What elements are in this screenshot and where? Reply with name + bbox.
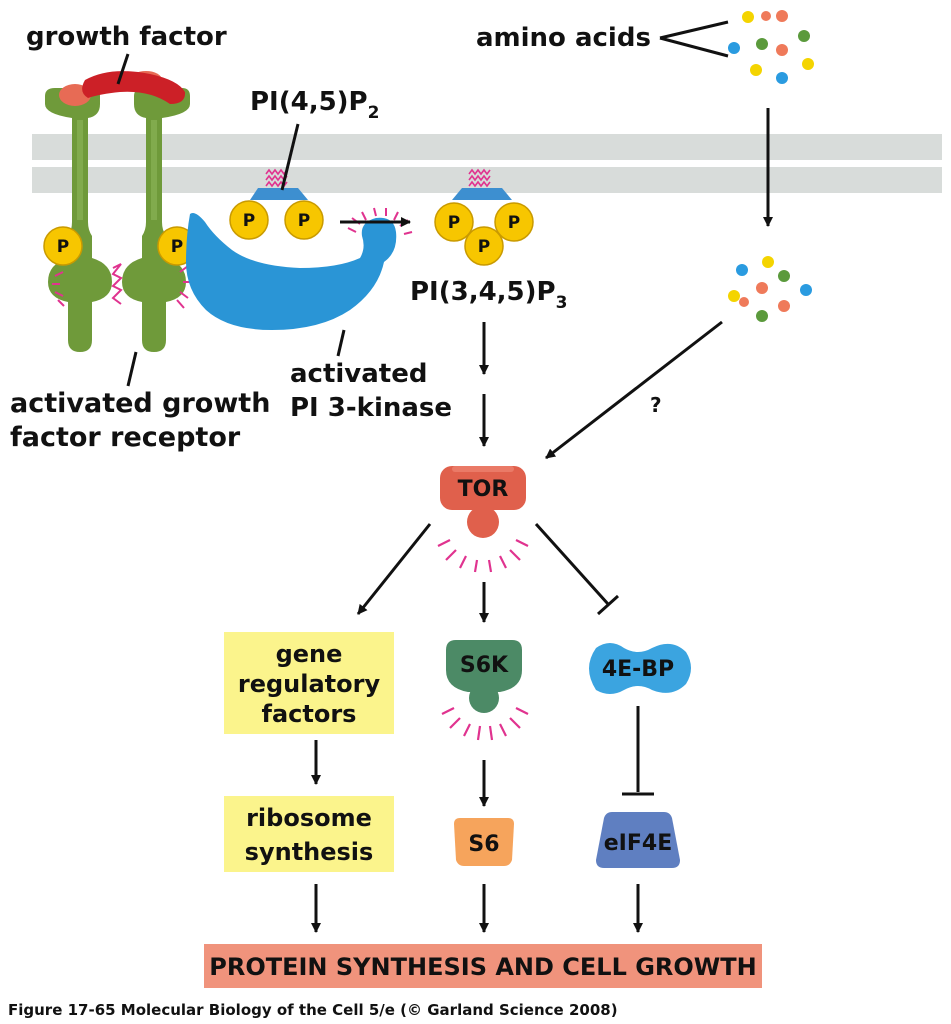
svg-text:P: P [478, 237, 490, 257]
kinase-label-line2: PI 3-kinase [290, 393, 452, 423]
growth-factor [59, 71, 186, 106]
pi3-kinase [186, 213, 397, 330]
pip2-pointer [280, 123, 300, 191]
ribosome-synthesis-box [224, 796, 394, 872]
tor-activation-rays [437, 539, 529, 573]
tor-kinase [440, 466, 526, 538]
4ebp-label: 4E-BP [602, 657, 674, 682]
gene-reg-line2: regulatory [238, 670, 381, 698]
kinase-pointer [336, 329, 346, 357]
pip2-label: PI(4,5)P2 [250, 87, 379, 123]
pip2-lipid: P P [229, 168, 324, 240]
kinase-label-line1: activated [290, 359, 427, 389]
receptor-label-line2: factor receptor [10, 422, 241, 453]
ribosome-line1: ribosome [246, 804, 372, 832]
s6-protein [454, 818, 514, 866]
growth-factor-label: growth factor [26, 22, 227, 52]
receptor-phosphate-left: P [43, 226, 83, 266]
arrow-amino-acids-to-tor [545, 320, 723, 460]
inhibit-4ebp-to-eif4e [622, 706, 654, 796]
outcome-box [204, 944, 762, 988]
arrow-tor-to-gene-regulatory [356, 523, 432, 615]
s6k-label: S6K [460, 653, 509, 678]
figure-caption: Figure 17-65 Molecular Biology of the Ce… [8, 1001, 618, 1019]
4ebp-protein [589, 643, 691, 694]
amino-acids-intracellular [728, 256, 812, 322]
svg-text:P: P [243, 211, 255, 231]
s6k-kinase [446, 640, 522, 713]
question-mark: ? [650, 393, 662, 417]
outcome-label: PROTEIN SYNTHESIS AND CELL GROWTH [209, 953, 756, 981]
pip3-label: PI(3,4,5)P3 [410, 277, 567, 313]
svg-text:P: P [448, 213, 460, 233]
amino-acids-label: amino acids [476, 23, 651, 53]
eif4e-protein [596, 812, 680, 868]
amino-acids-pointer [659, 20, 729, 58]
eif4e-label: eIF4E [604, 831, 672, 856]
s6-label: S6 [468, 832, 499, 857]
receptor-pointer [126, 351, 138, 387]
amino-acids-extracellular [728, 10, 814, 84]
gene-regulatory-factors-box [224, 632, 394, 734]
svg-text:P: P [298, 211, 310, 231]
pip3-lipid: P P P [434, 168, 534, 266]
receptor-label-line1: activated growth [10, 388, 270, 419]
tor-label: TOR [458, 477, 509, 502]
svg-text:P: P [171, 237, 183, 257]
inhibit-tor-to-4ebp [534, 522, 620, 616]
gene-reg-line3: factors [262, 700, 357, 728]
ribosome-line2: synthesis [245, 838, 374, 866]
growth-factor-pointer [116, 53, 130, 85]
svg-text:P: P [57, 237, 69, 257]
svg-text:P: P [508, 213, 520, 233]
s6k-activation-rays [441, 707, 529, 741]
plasma-membrane [32, 134, 942, 193]
gene-reg-line1: gene [276, 640, 343, 668]
activated-growth-factor-receptor [45, 88, 192, 352]
